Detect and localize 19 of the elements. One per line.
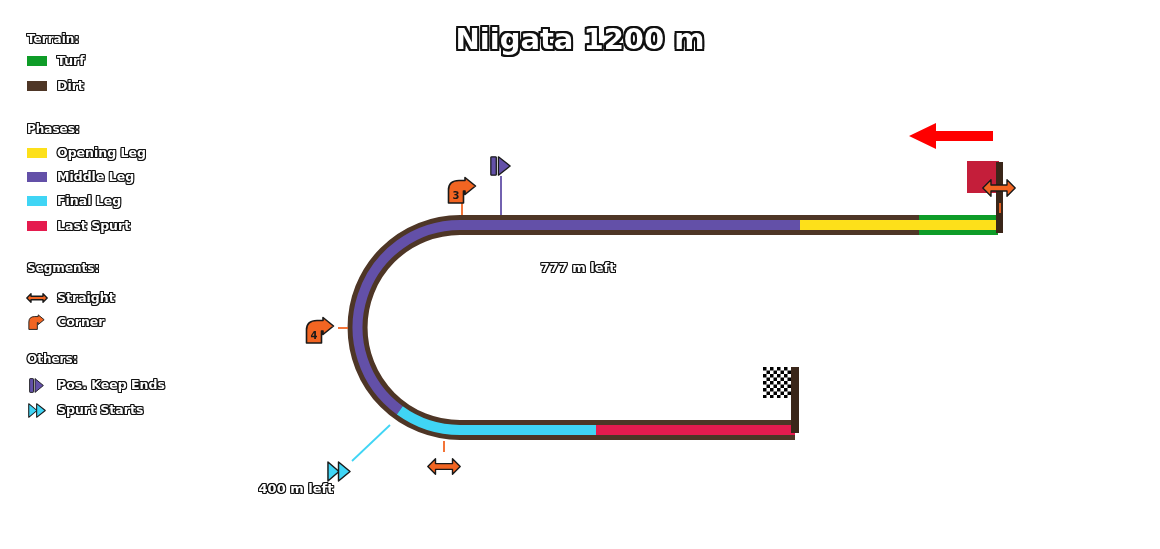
legend-label: Last Spurt <box>57 218 131 234</box>
legend-heading: Terrain: <box>27 33 80 47</box>
legend-label: Corner <box>57 314 105 330</box>
legend-heading: Phases: <box>27 123 80 137</box>
corner-number: 4 <box>310 330 318 342</box>
distance-label: 777 m left <box>540 260 616 276</box>
legend-label: Dirt <box>57 78 84 94</box>
legend-label: Spurt Starts <box>57 402 144 418</box>
corner-number: 3 <box>452 190 460 202</box>
title: Niigata 1200 m <box>455 23 705 57</box>
distance-label: 400 m left <box>258 481 334 497</box>
legend-label: Opening Leg <box>57 145 146 161</box>
legend-heading: Others: <box>27 353 78 367</box>
legend-label: Pos. Keep Ends <box>57 377 165 393</box>
legend-label: Straight <box>57 290 115 306</box>
legend-heading: Segments: <box>27 262 100 276</box>
legend-label: Turf <box>57 53 85 69</box>
legend-label: Middle Leg <box>57 169 135 185</box>
legend-label: Final Leg <box>57 193 122 209</box>
